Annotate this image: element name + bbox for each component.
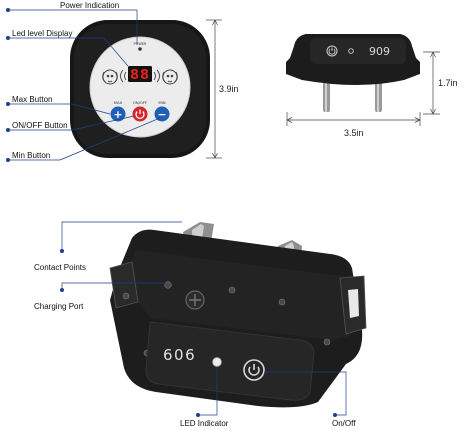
max-button[interactable]: + <box>110 106 126 122</box>
callout-contact-points: Contact Points <box>34 263 86 272</box>
collar-receiver-small: 909 1.7in 3.5in <box>286 34 458 138</box>
collar-width-label: 3.5in <box>344 128 364 138</box>
strap-loop-left <box>109 261 139 309</box>
callout-led-indicator: LED Indicator <box>180 419 229 428</box>
callout-led-level-display: Led level Display <box>12 29 72 38</box>
callout-min-button: Min Button <box>12 151 50 160</box>
collar-height-dimension <box>423 51 440 115</box>
onoff-button[interactable] <box>132 106 148 122</box>
power-label: POWER <box>134 42 148 46</box>
max-label: MAX <box>114 100 123 105</box>
collar-callout-dots <box>60 249 337 417</box>
power-led-icon <box>138 47 142 51</box>
min-label: MIN <box>158 100 165 105</box>
transmitter-height-label: 3.9in <box>219 84 239 94</box>
signal-wave-icon <box>120 69 160 83</box>
transmitter-unit: POWER 88 MAX ON/OFF MIN + <box>70 19 239 159</box>
callout-max-button: Max Button <box>12 95 52 104</box>
power-icon <box>135 109 145 119</box>
callout-power-indication: Power Indication <box>60 1 119 10</box>
callout-dots <box>6 8 10 162</box>
led-display-value: 88 <box>130 68 150 83</box>
minus-icon: − <box>157 108 166 121</box>
callout-on-off: On/Off <box>332 419 356 428</box>
plus-icon: + <box>113 108 122 121</box>
collar-small-led-icon <box>348 48 354 54</box>
transmitter-height-dimension <box>206 19 222 159</box>
transmitter-face-panel <box>89 36 191 138</box>
led-level-display <box>128 66 152 82</box>
charging-port[interactable] <box>185 290 205 310</box>
callout-onoff-button: ON/OFF Button <box>12 121 68 130</box>
min-button[interactable]: − <box>154 106 170 122</box>
collar-callouts <box>61 221 347 416</box>
collar-main-face-panel <box>145 321 315 401</box>
collar-height-label: 1.7in <box>438 78 458 88</box>
dog-left-icon <box>102 69 118 85</box>
transmitter-callouts <box>8 9 161 161</box>
onoff-label: ON/OFF <box>133 100 147 105</box>
collar-width-dimension <box>286 112 421 126</box>
collar-small-power-icon[interactable] <box>326 45 338 57</box>
led-indicator-light <box>212 357 222 367</box>
dog-right-icon <box>162 69 178 85</box>
collar-small-model: 909 <box>369 45 390 58</box>
collar-receiver-main: 606 <box>109 222 367 408</box>
screw-icons <box>122 281 331 357</box>
collar-main-model: 606 <box>163 346 196 364</box>
callout-charging-port: Charging Port <box>34 302 84 311</box>
onoff-button-collar[interactable] <box>243 359 265 381</box>
